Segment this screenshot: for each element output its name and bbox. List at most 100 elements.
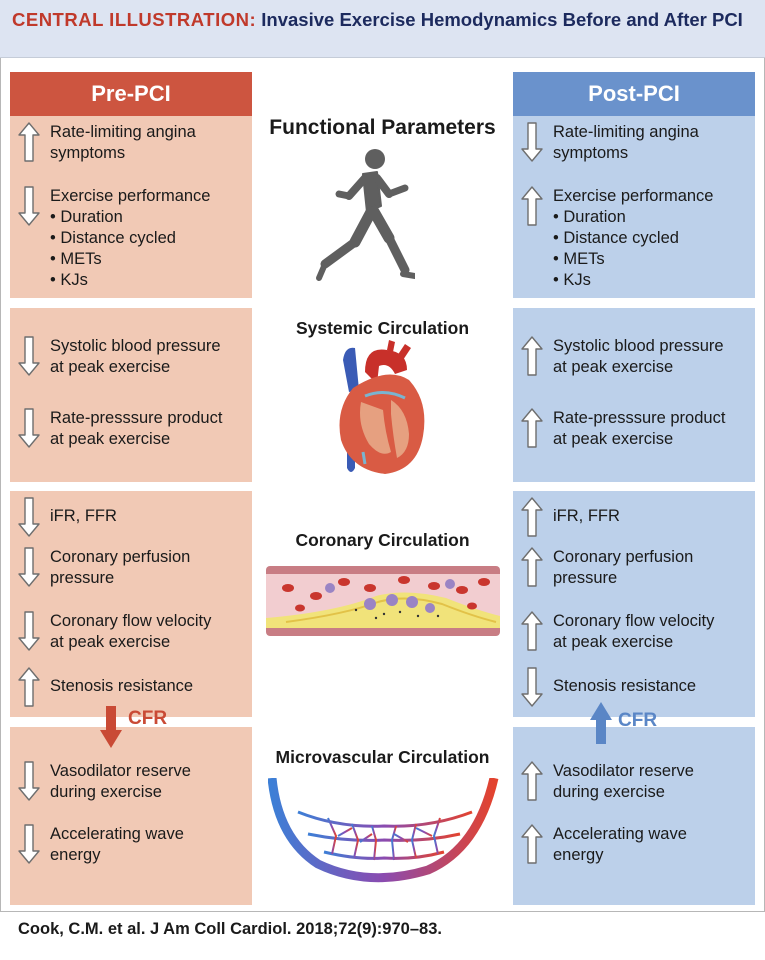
artery-icon	[266, 566, 500, 636]
post-sbp-item: Systolic blood pressure at peak exercise	[521, 336, 751, 378]
item-text: energy	[553, 846, 604, 864]
solid-arrow-down-icon	[100, 706, 122, 748]
item-text: Coronary flow velocity	[553, 612, 715, 630]
item-text: Stenosis resistance	[553, 677, 697, 695]
arrow-down-icon	[521, 122, 543, 162]
post-exercise-item: Exercise performance Duration Distance c…	[521, 186, 751, 291]
item-text: at peak exercise	[553, 633, 674, 651]
list-item: METs	[50, 249, 210, 270]
arrow-down-icon	[18, 186, 40, 226]
citation: Cook, C.M. et al. J Am Coll Cardiol. 201…	[18, 920, 442, 938]
post-rpp-item: Rate-presssure product at peak exercise	[521, 408, 751, 450]
arrow-up-icon	[18, 122, 40, 162]
item-text: Accelerating wave	[553, 825, 687, 843]
arrow-down-icon	[18, 611, 40, 651]
item-text: Coronary perfusion	[553, 548, 694, 566]
arrow-up-icon	[521, 761, 543, 801]
runner-icon	[316, 149, 415, 281]
item-text: Exercise performance	[50, 187, 211, 205]
functional-parameters-title: Functional Parameters	[269, 116, 496, 139]
item-text: Rate-presssure product	[553, 409, 726, 427]
item-text: Rate-limiting angina	[553, 123, 699, 141]
item-text: Stenosis resistance	[50, 677, 194, 695]
item-text: iFR, FFR	[553, 507, 620, 525]
heart-icon	[339, 340, 425, 474]
item-text: pressure	[50, 569, 115, 587]
microvascular-circulation-title: Microvascular Circulation	[275, 747, 490, 767]
item-text: Accelerating wave	[50, 825, 184, 843]
item-text: at peak exercise	[553, 358, 674, 376]
arrow-up-icon	[521, 824, 543, 864]
arrow-up-icon	[521, 336, 543, 376]
pre-ifr-item: iFR, FFR	[18, 497, 248, 537]
post-cfv-item: Coronary flow velocity at peak exercise	[521, 611, 751, 653]
item-text: Vasodilator reserve	[50, 762, 191, 780]
solid-arrow-up-icon	[590, 702, 612, 744]
item-text: at peak exercise	[553, 430, 674, 448]
pre-sr-item: Stenosis resistance	[18, 667, 248, 707]
item-text: Systolic blood pressure	[50, 337, 221, 355]
systemic-circulation-title: Systemic Circulation	[295, 318, 470, 338]
item-text: at peak exercise	[50, 430, 171, 448]
post-micro-panel: Vasodilator reserve during exercise Accel…	[513, 727, 755, 905]
central-illustration-banner: CENTRAL ILLUSTRATION: Invasive Exercise …	[0, 0, 765, 58]
list-item: Duration	[553, 207, 713, 228]
arrow-up-icon	[521, 611, 543, 651]
arrow-up-icon	[18, 667, 40, 707]
item-text: Coronary perfusion	[50, 548, 191, 566]
item-text: Rate-limiting angina	[50, 123, 196, 141]
exercise-sublist: Duration Distance cycled METs KJs	[553, 207, 713, 291]
item-text: pressure	[553, 569, 618, 587]
pre-cfr-indicator: CFR	[100, 706, 167, 748]
list-item: KJs	[50, 270, 210, 291]
arrow-up-icon	[521, 186, 543, 226]
arrow-up-icon	[521, 497, 543, 537]
pre-cfv-item: Coronary flow velocity at peak exercise	[18, 611, 248, 653]
post-coronary-panel: iFR, FFR Coronary perfusion pressure Coro…	[513, 491, 755, 717]
post-cpp-item: Coronary perfusion pressure	[521, 547, 751, 589]
arrow-down-icon	[18, 547, 40, 587]
post-functional-panel: Rate-limiting angina symptoms Exercise pe…	[513, 116, 755, 298]
list-item: Distance cycled	[50, 228, 210, 249]
arrow-down-icon	[18, 497, 40, 537]
arrow-down-icon	[18, 336, 40, 376]
item-text: Systolic blood pressure	[553, 337, 724, 355]
arrow-up-icon	[521, 408, 543, 448]
item-text: Exercise performance	[553, 187, 714, 205]
item-text: symptoms	[553, 144, 629, 162]
pre-awe-item: Accelerating wave energy	[18, 824, 248, 866]
post-vr-item: Vasodilator reserve during exercise	[521, 761, 751, 803]
pre-pci-header: Pre-PCI	[10, 72, 252, 116]
post-cfr-indicator: CFR	[590, 702, 657, 744]
post-angina-item: Rate-limiting angina symptoms	[521, 122, 751, 164]
pre-rpp-item: Rate-presssure product at peak exercise	[18, 408, 248, 450]
pre-angina-item: Rate-limiting angina symptoms	[18, 122, 248, 164]
pre-functional-panel: Rate-limiting angina symptoms Exercise pe…	[10, 116, 252, 298]
item-text: energy	[50, 846, 101, 864]
cfr-label: CFR	[128, 708, 168, 729]
pre-exercise-item: Exercise performance Duration Distance c…	[18, 186, 248, 291]
arrow-down-icon	[521, 667, 543, 707]
item-text: Coronary flow velocity	[50, 612, 212, 630]
post-pci-header: Post-PCI	[513, 72, 755, 116]
post-sr-item: Stenosis resistance	[521, 667, 751, 707]
item-text: symptoms	[50, 144, 126, 162]
item-text: Rate-presssure product	[50, 409, 223, 427]
item-text: Vasodilator reserve	[553, 762, 694, 780]
item-text: iFR, FFR	[50, 507, 117, 525]
pre-vr-item: Vasodilator reserve during exercise	[18, 761, 248, 803]
item-text: during exercise	[553, 783, 665, 801]
list-item: METs	[553, 249, 713, 270]
arrow-up-icon	[521, 547, 543, 587]
item-text: during exercise	[50, 783, 162, 801]
exercise-sublist: Duration Distance cycled METs KJs	[50, 207, 210, 291]
arrow-down-icon	[18, 761, 40, 801]
pre-coronary-panel: iFR, FFR Coronary perfusion pressure Coro…	[10, 491, 252, 717]
post-ifr-item: iFR, FFR	[521, 497, 751, 537]
pre-micro-panel: Vasodilator reserve during exercise Accel…	[10, 727, 252, 905]
item-text: at peak exercise	[50, 633, 171, 651]
arrow-down-icon	[18, 824, 40, 864]
